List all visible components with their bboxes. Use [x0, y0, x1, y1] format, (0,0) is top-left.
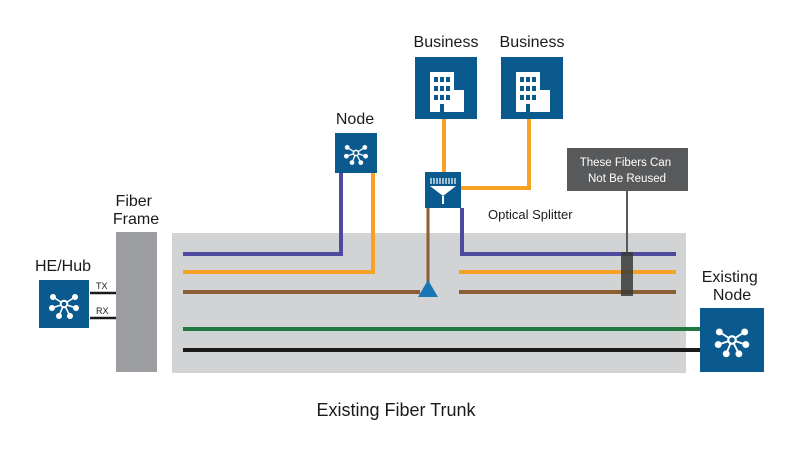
hub-icon: [39, 280, 89, 328]
tx-label: TX: [96, 281, 108, 291]
fiber-blue-node: [183, 170, 343, 256]
optical-splitter-label: Optical Splitter: [488, 207, 573, 222]
business-2-icon: [501, 57, 563, 119]
business-1-label: Business: [414, 34, 479, 51]
fiber-blue-splitter: [460, 208, 676, 256]
business-1-icon: [415, 57, 477, 119]
node-icon: [335, 133, 377, 173]
optical-splitter-icon: [425, 172, 461, 208]
callout-box: These Fibers Can Not Be Reused: [567, 148, 688, 191]
fiber-frame-bar: [116, 232, 157, 372]
rx-label: RX: [96, 306, 109, 316]
unreusable-fiber-marker: [621, 252, 633, 296]
existing-node-icon: [700, 308, 764, 372]
business-2-label: Business: [500, 34, 565, 51]
fiber-orange-node: [183, 170, 375, 274]
existing-node-label: Existing Node: [702, 269, 762, 304]
fiber-to-business-2: [460, 118, 531, 190]
svg-text:These Fibers Can Not Be: These Fibers Can Not Be Reused: [580, 157, 675, 185]
fiber-frame-label: Fiber Frame: [113, 193, 159, 228]
splitter-connector-icon: [418, 280, 438, 297]
node-label: Node: [336, 111, 374, 128]
diagram-title: Existing Fiber Trunk: [316, 400, 476, 420]
he-hub-label: HE/Hub: [35, 258, 91, 275]
